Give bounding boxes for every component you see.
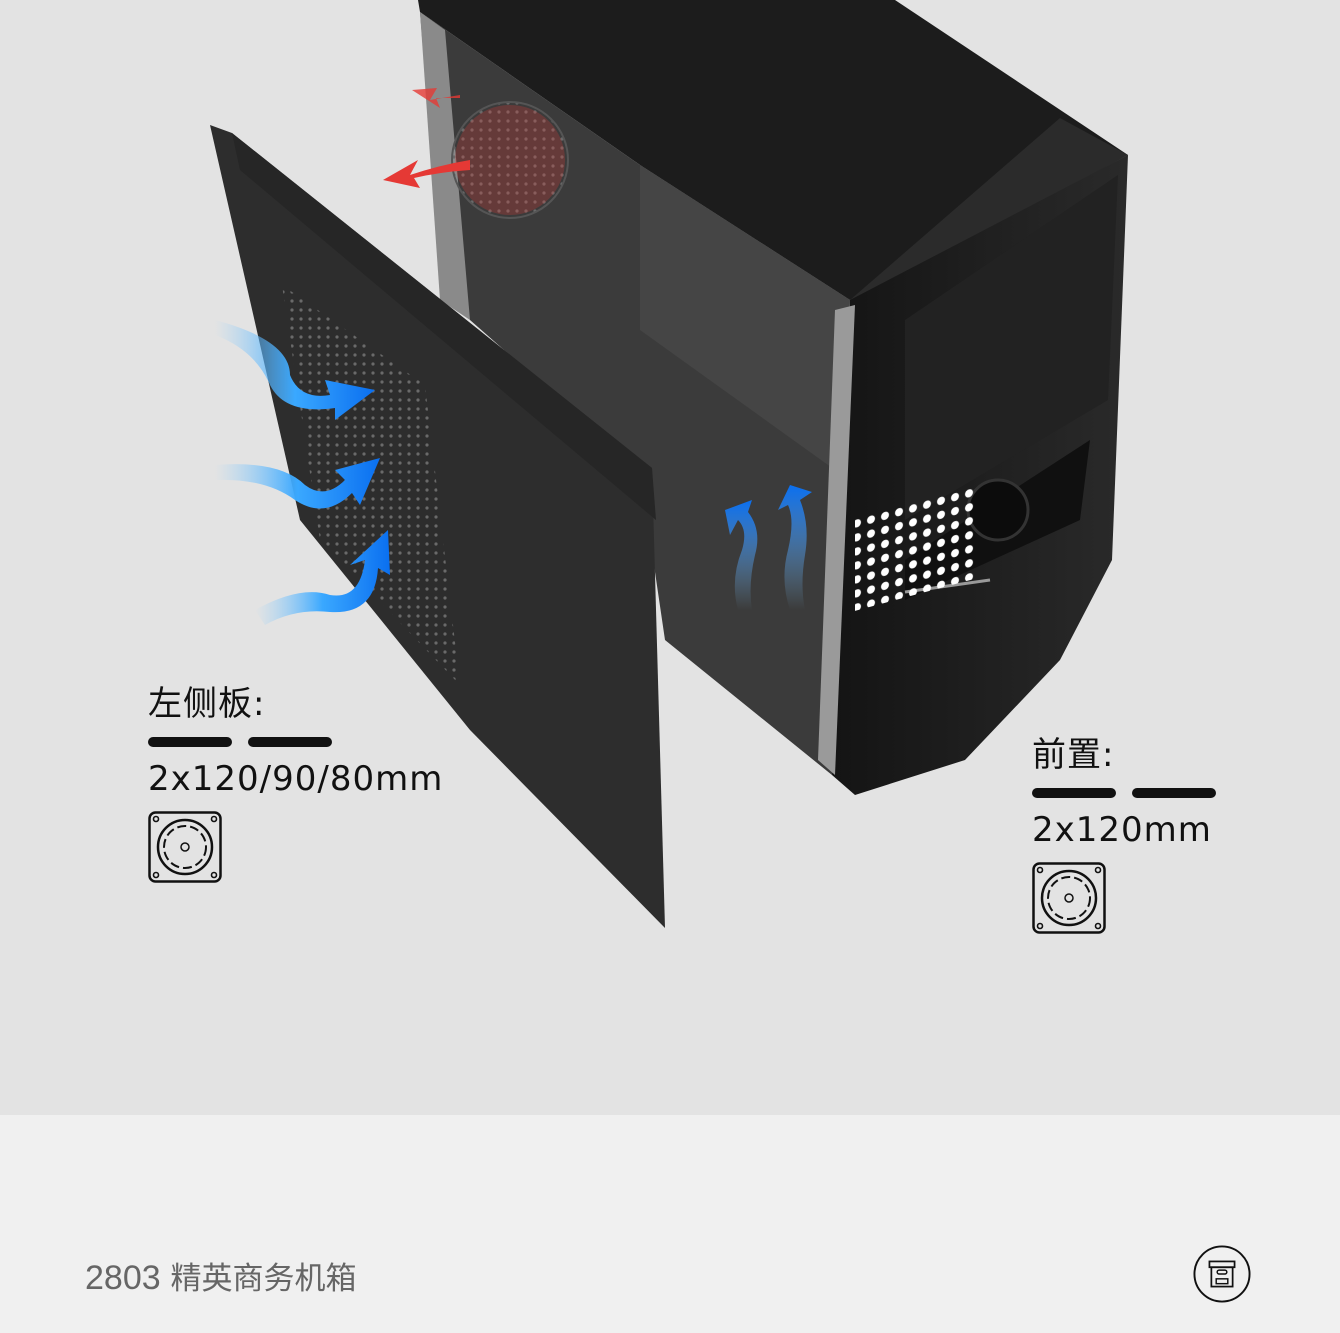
footer-bar: 2803 精英商务机箱 (0, 1115, 1340, 1333)
intake-arrow (215, 458, 380, 509)
left-panel-fan-size: 2x120/90/80mm (148, 759, 444, 799)
product-title: 2803 精英商务机箱 (85, 1253, 357, 1298)
intake-arrow (215, 320, 375, 420)
exhaust-arrow (383, 160, 470, 188)
front-panel-title: 前置: (1032, 735, 1115, 775)
fan-icon (1032, 862, 1106, 934)
fan-icon (148, 811, 222, 883)
fan-slot-bar (1132, 788, 1216, 798)
front-panel-spec: 前置: 2x120mm (1032, 727, 1216, 938)
left-panel-spec: 左侧板: 2x120/90/80mm (148, 676, 443, 887)
product-name: 精英商务机箱 (170, 1261, 357, 1297)
fan-slot-bar (248, 737, 332, 747)
intake-arrow (778, 485, 812, 610)
fan-slot-bar (148, 737, 232, 747)
fan-count-bars (148, 737, 443, 747)
left-panel-title: 左侧板: (148, 684, 266, 724)
intake-arrow (255, 530, 390, 625)
rear-fan-grille (451, 101, 569, 219)
pc-case-illustration (210, 0, 1128, 928)
storage-box-icon (1193, 1245, 1251, 1303)
power-button (966, 478, 1030, 542)
intake-arrow (725, 500, 758, 610)
product-model: 2803 (85, 1259, 161, 1297)
fan-slot-bar (1032, 788, 1116, 798)
fan-count-bars (1032, 788, 1216, 798)
side-panel-vent (282, 285, 460, 685)
front-panel-fan-size: 2x120mm (1032, 810, 1212, 850)
